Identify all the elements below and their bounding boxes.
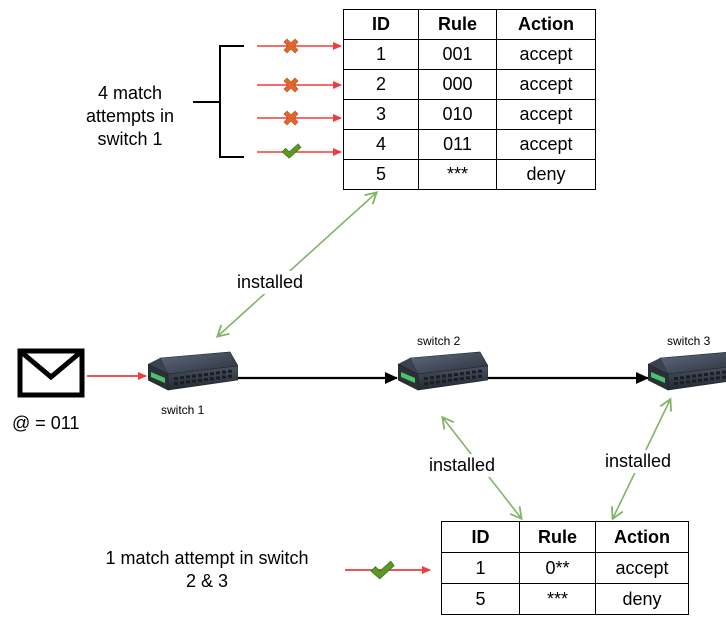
match-attempt-arrow-4	[257, 143, 342, 159]
label-line: switch 1	[97, 129, 163, 149]
match-attempt-arrow-3	[257, 110, 342, 126]
cell-id: 3	[343, 99, 419, 130]
cell-rule: 010	[418, 99, 497, 130]
cell-id: 5	[441, 583, 520, 615]
match-attempt-arrow-bottom	[345, 560, 431, 580]
network-switch-icon	[398, 351, 488, 391]
label-line: 1 match attempt in switch	[105, 548, 309, 568]
column-header-action: Action	[595, 521, 689, 553]
cell-action: accept	[496, 99, 596, 130]
cell-action: deny	[496, 159, 596, 190]
cell-rule: 000	[418, 69, 497, 100]
column-header-id: ID	[441, 521, 520, 553]
label-line: attempts in	[85, 106, 175, 126]
installed-label-switch3: installed	[604, 450, 673, 473]
cell-id: 1	[343, 39, 419, 70]
cell-action: accept	[496, 69, 596, 100]
envelope-icon	[17, 348, 85, 398]
cell-action: accept	[496, 129, 596, 160]
switch1-label: switch 1	[161, 403, 205, 417]
network-switch-icon	[648, 351, 726, 391]
table-row: 1 0** accept	[441, 552, 689, 584]
switch1-rule-table: ID Rule Action 1 001 accept 2 000 accept…	[343, 9, 596, 190]
cell-action: accept	[496, 39, 596, 70]
switch23-rule-table: ID Rule Action 1 0** accept 5 *** deny	[441, 521, 689, 615]
cell-rule: ***	[519, 583, 596, 615]
match-attempt-arrow-2	[257, 77, 342, 93]
installed-label-switch2: installed	[428, 454, 497, 477]
label-line: 2 & 3	[185, 571, 229, 591]
label-line: 4 match	[97, 83, 163, 103]
installed-label-switch1: installed	[236, 271, 305, 294]
table-row: 3 010 accept	[343, 99, 596, 130]
table-header-row: ID Rule Action	[343, 9, 596, 40]
switch2-label: switch 2	[417, 334, 461, 348]
checkmark-icon	[281, 143, 302, 159]
column-header-rule: Rule	[418, 9, 497, 40]
column-header-id: ID	[343, 9, 419, 40]
table-row: 4 011 accept	[343, 129, 596, 160]
column-header-rule: Rule	[519, 521, 596, 553]
table-header-row: ID Rule Action	[441, 521, 689, 553]
cell-action: deny	[595, 583, 689, 615]
cell-rule: 011	[418, 129, 497, 160]
cell-rule: ***	[418, 159, 497, 190]
cell-rule: 001	[418, 39, 497, 70]
cell-id: 1	[441, 552, 520, 584]
table-row: 1 001 accept	[343, 39, 596, 70]
network-switch-icon	[148, 351, 238, 391]
match-attempts-bracket	[193, 45, 244, 158]
packet-address-label: @ = 011	[12, 413, 80, 433]
table-row: 2 000 accept	[343, 69, 596, 100]
switch3-label: switch 3	[667, 334, 711, 348]
match-attempt-switch23-label: 1 match attempt in switch 2 & 3	[76, 547, 338, 593]
table-row: 5 *** deny	[441, 583, 689, 615]
match-attempts-switch1-label: 4 match attempts in switch 1	[70, 82, 190, 151]
column-header-action: Action	[496, 9, 596, 40]
cell-action: accept	[595, 552, 689, 584]
match-attempt-arrow-1	[257, 38, 342, 54]
table-row: 5 *** deny	[343, 159, 596, 190]
cell-id: 4	[343, 129, 419, 160]
cell-id: 5	[343, 159, 419, 190]
cell-id: 2	[343, 69, 419, 100]
installed-arrow-switch1	[215, 191, 379, 338]
cell-rule: 0**	[519, 552, 596, 584]
